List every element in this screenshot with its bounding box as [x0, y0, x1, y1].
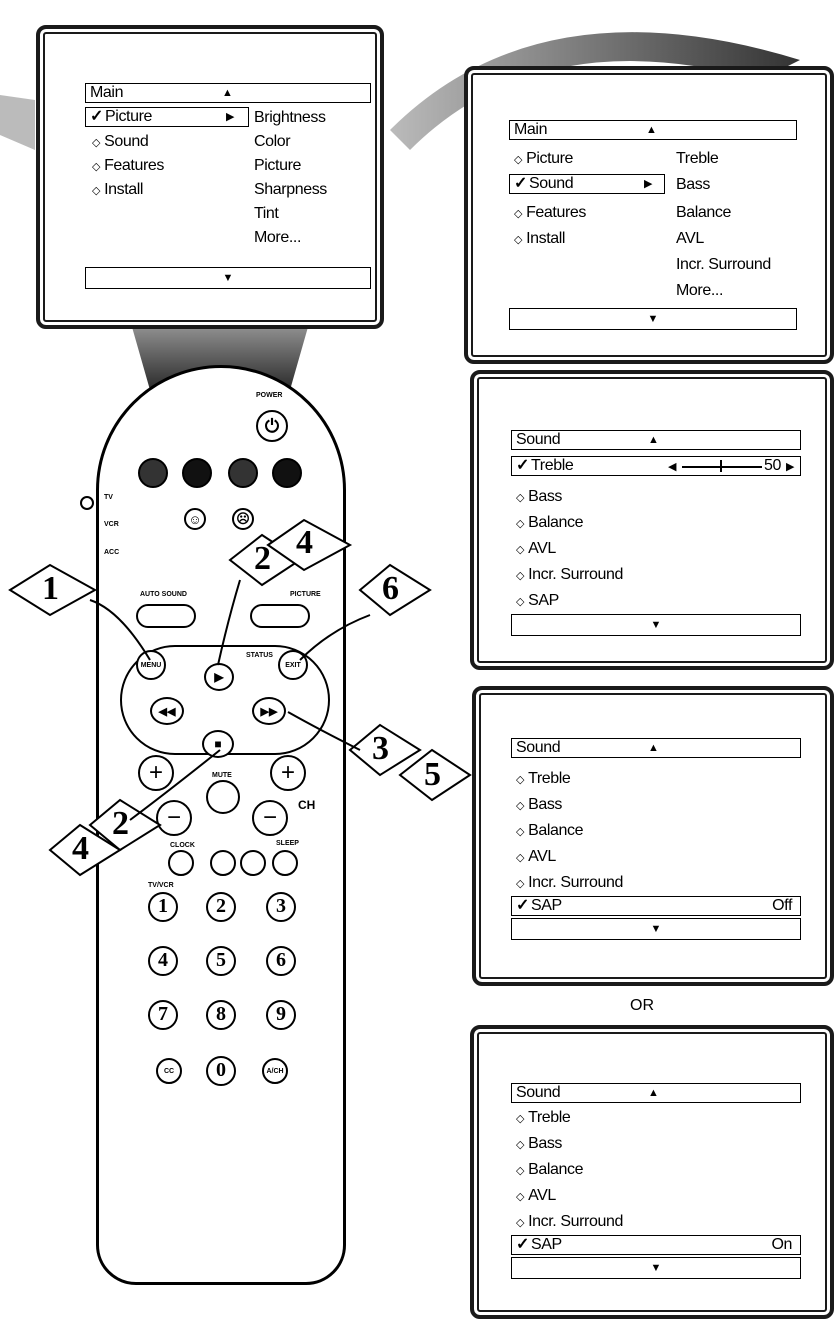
- step-5-label: 5: [424, 756, 441, 794]
- step-6-label: 6: [382, 570, 399, 608]
- step-4-label: 4: [296, 524, 313, 562]
- step-1-label: 1: [42, 570, 59, 608]
- step-2-label-lower: 2: [112, 805, 129, 843]
- step-3-label: 3: [372, 730, 389, 768]
- step-4-label-lower: 4: [72, 830, 89, 868]
- step-2-label: 2: [254, 540, 271, 578]
